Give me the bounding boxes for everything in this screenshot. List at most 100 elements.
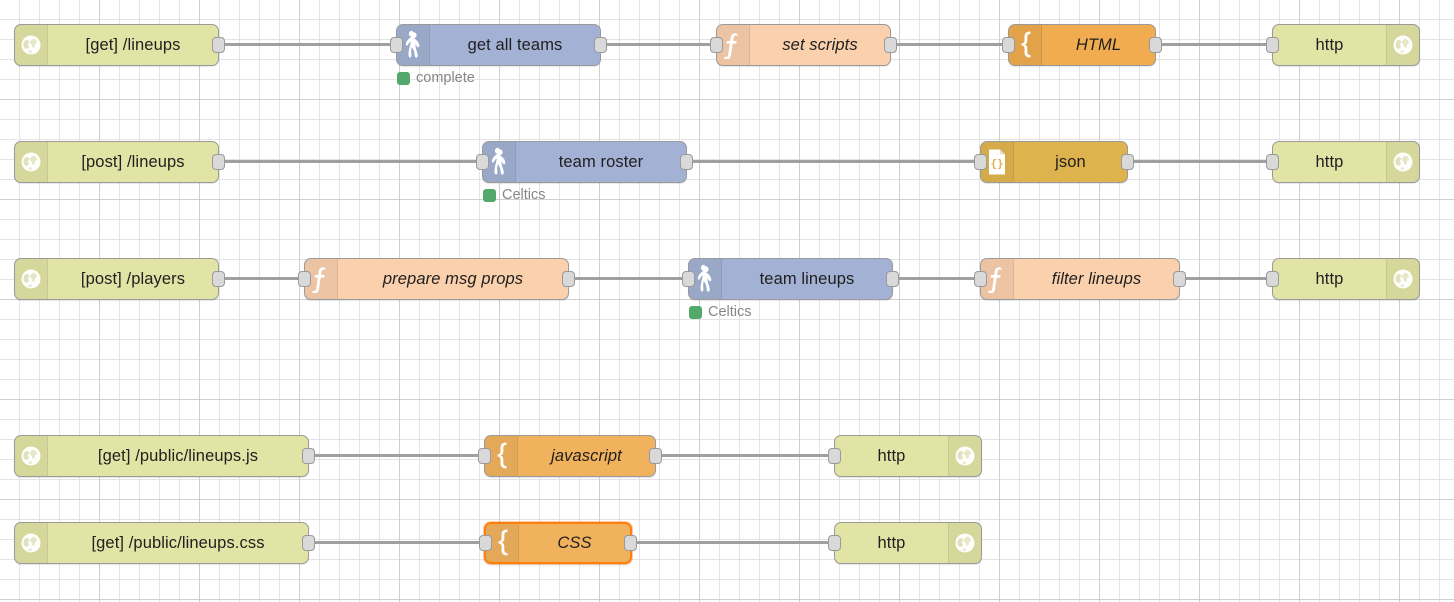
node-label: HTML bbox=[1075, 35, 1122, 54]
output-port[interactable] bbox=[212, 154, 225, 170]
node-label: http bbox=[877, 533, 906, 552]
node-template2-javascript[interactable]: javascript bbox=[478, 435, 662, 477]
node-label: [get] /public/lineups.js bbox=[97, 446, 259, 465]
node-json-json[interactable]: {} json bbox=[974, 141, 1134, 183]
globe-icon bbox=[948, 523, 981, 563]
node-http-out-http[interactable]: http bbox=[1266, 24, 1420, 66]
wire-n2-3-to-n2-4[interactable] bbox=[1128, 160, 1272, 163]
status-text: Celtics bbox=[708, 304, 752, 320]
node-function-set-scripts[interactable]: set scripts bbox=[710, 24, 897, 66]
input-port[interactable] bbox=[478, 448, 491, 464]
input-port[interactable] bbox=[479, 535, 492, 551]
node-http-in-get-public-lineups-css[interactable]: [get] /public/lineups.css bbox=[14, 522, 315, 564]
output-port[interactable] bbox=[594, 37, 607, 53]
output-port[interactable] bbox=[212, 37, 225, 53]
node-status: complete bbox=[397, 70, 475, 86]
node-label: [post] /players bbox=[80, 269, 186, 288]
globe-icon bbox=[948, 436, 981, 476]
input-port[interactable] bbox=[710, 37, 723, 53]
node-function-filter-lineups[interactable]: filter lineups bbox=[974, 258, 1186, 300]
input-port[interactable] bbox=[476, 154, 489, 170]
input-port[interactable] bbox=[828, 448, 841, 464]
node-label: http bbox=[1315, 152, 1344, 171]
node-http-out-http[interactable]: http bbox=[828, 435, 982, 477]
node-label: javascript bbox=[551, 446, 622, 465]
globe-icon bbox=[15, 25, 48, 65]
wire-n3-4-to-n3-5[interactable] bbox=[1180, 277, 1272, 280]
node-label: filter lineups bbox=[1051, 269, 1142, 288]
wire-n2-1-to-n2-2[interactable] bbox=[219, 160, 482, 163]
wire-n1-3-to-n1-4[interactable] bbox=[891, 43, 1008, 46]
wire-n5-1-to-n5-2[interactable] bbox=[309, 541, 484, 544]
output-port[interactable] bbox=[1121, 154, 1134, 170]
wire-n4-1-to-n4-2[interactable] bbox=[309, 454, 484, 457]
wire-n1-2-to-n1-3[interactable] bbox=[601, 43, 716, 46]
node-label: [get] /public/lineups.css bbox=[91, 533, 265, 552]
node-function-prepare-msg-props[interactable]: prepare msg props bbox=[298, 258, 575, 300]
input-port[interactable] bbox=[974, 154, 987, 170]
wire-n5-2-to-n5-3[interactable] bbox=[632, 541, 834, 544]
globe-icon bbox=[15, 142, 48, 182]
input-port[interactable] bbox=[682, 271, 695, 287]
output-port[interactable] bbox=[212, 271, 225, 287]
output-port[interactable] bbox=[649, 448, 662, 464]
input-port[interactable] bbox=[1002, 37, 1015, 53]
input-port[interactable] bbox=[1266, 271, 1279, 287]
globe-icon bbox=[15, 523, 48, 563]
node-label: prepare msg props bbox=[382, 269, 524, 288]
wire-n3-3-to-n3-4[interactable] bbox=[893, 277, 980, 280]
wire-n3-1-to-n3-2[interactable] bbox=[219, 277, 304, 280]
node-http-in-get-lineups[interactable]: [get] /lineups bbox=[14, 24, 225, 66]
node-http-in-post-players[interactable]: [post] /players bbox=[14, 258, 225, 300]
node-label: http bbox=[877, 446, 906, 465]
node-http-in-post-lineups[interactable]: [post] /lineups bbox=[14, 141, 225, 183]
node-http-out-http[interactable]: http bbox=[828, 522, 982, 564]
node-label: [get] /lineups bbox=[85, 35, 181, 54]
output-port[interactable] bbox=[1149, 37, 1162, 53]
node-label: [post] /lineups bbox=[81, 152, 185, 171]
node-label: http bbox=[1315, 35, 1344, 54]
output-port[interactable] bbox=[886, 271, 899, 287]
node-http-out-http[interactable]: http bbox=[1266, 258, 1420, 300]
output-port[interactable] bbox=[302, 448, 315, 464]
node-template-html[interactable]: HTML bbox=[1002, 24, 1162, 66]
input-port[interactable] bbox=[390, 37, 403, 53]
wire-n1-4-to-n1-5[interactable] bbox=[1156, 43, 1272, 46]
function-f-icon bbox=[981, 259, 1014, 299]
input-port[interactable] bbox=[298, 271, 311, 287]
node-label: CSS bbox=[557, 533, 592, 552]
node-label: http bbox=[1315, 269, 1344, 288]
status-dot-icon bbox=[397, 71, 410, 85]
globe-icon bbox=[1386, 142, 1419, 182]
input-port[interactable] bbox=[1266, 154, 1279, 170]
status-dot-icon bbox=[483, 188, 496, 202]
node-label: team lineups bbox=[759, 269, 855, 288]
node-label: team roster bbox=[558, 152, 644, 171]
wire-n2-2-to-n2-3[interactable] bbox=[687, 160, 980, 163]
output-port[interactable] bbox=[884, 37, 897, 53]
output-port[interactable] bbox=[302, 535, 315, 551]
output-port[interactable] bbox=[680, 154, 693, 170]
output-port[interactable] bbox=[624, 535, 637, 551]
wire-n1-1-to-n1-2[interactable] bbox=[219, 43, 396, 46]
input-port[interactable] bbox=[974, 271, 987, 287]
input-port[interactable] bbox=[828, 535, 841, 551]
node-http-in-get-public-lineups-js[interactable]: [get] /public/lineups.js bbox=[14, 435, 315, 477]
input-port[interactable] bbox=[1266, 37, 1279, 53]
output-port[interactable] bbox=[1173, 271, 1186, 287]
node-label: set scripts bbox=[782, 35, 858, 54]
node-label: json bbox=[1055, 152, 1086, 171]
node-http-out-http[interactable]: http bbox=[1266, 141, 1420, 183]
json-doc-icon: {} bbox=[981, 142, 1014, 182]
globe-icon bbox=[1386, 259, 1419, 299]
node-template2-css[interactable]: CSS bbox=[479, 522, 637, 564]
globe-icon bbox=[1386, 25, 1419, 65]
wire-n3-2-to-n3-3[interactable] bbox=[569, 277, 688, 280]
output-port[interactable] bbox=[562, 271, 575, 287]
status-text: Celtics bbox=[502, 187, 546, 203]
wire-n4-2-to-n4-3[interactable] bbox=[656, 454, 834, 457]
